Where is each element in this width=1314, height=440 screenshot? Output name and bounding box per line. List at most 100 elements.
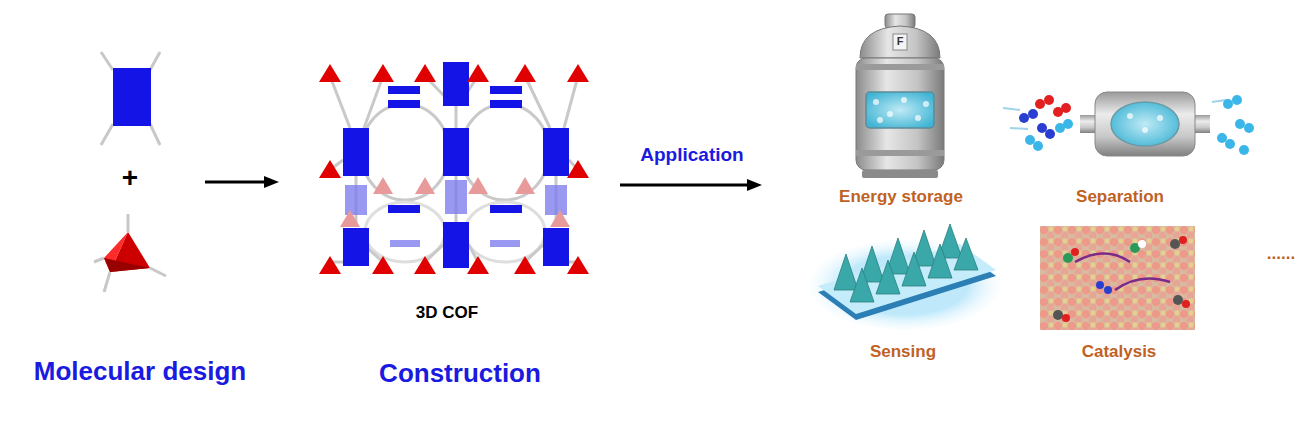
cof-lattice-part-part <box>445 180 467 214</box>
arrow-label: Application <box>640 144 743 166</box>
stage-label: Molecular design <box>34 357 246 387</box>
separation-column-part-part <box>1239 145 1249 155</box>
cof-lattice-part-part <box>443 222 469 268</box>
separation-column <box>1003 92 1254 156</box>
emblem-letter: F <box>897 35 904 48</box>
separation-column-part-part <box>1225 139 1235 149</box>
separation-column-part-part <box>1157 115 1163 121</box>
sensor-array-part <box>834 224 978 302</box>
cof-lattice-part-part <box>564 76 578 128</box>
separation-column-part-part <box>1037 123 1047 133</box>
sensor-array-part-part <box>928 244 952 278</box>
separation-column-part-part <box>1010 128 1028 129</box>
cof-lattice-part <box>340 177 570 227</box>
catalyst-surface-part <box>1179 236 1187 244</box>
ellipsis: ...... <box>1267 244 1295 264</box>
separation-column-part <box>1019 95 1254 155</box>
cof-lattice-part-part <box>567 160 589 178</box>
cof-lattice-part-part <box>545 185 567 215</box>
cof-lattice-part-part <box>415 177 435 194</box>
cof-lattice-part-part <box>490 86 522 94</box>
cof-lattice-part-part <box>525 76 550 128</box>
separation-column-part-part <box>1003 108 1020 110</box>
cof-lattice-part-part <box>525 245 543 262</box>
gas-cylinder-part-part <box>915 115 921 121</box>
cof-lattice-part <box>343 62 569 268</box>
separation-column-part-part <box>1217 133 1227 143</box>
separation-column-part-part <box>1244 123 1254 133</box>
figure-label: 3D COF <box>416 303 478 323</box>
separation-column-part <box>1111 102 1179 146</box>
cof-lattice-part-part <box>388 86 420 94</box>
sensor-array-part-part <box>850 268 874 302</box>
catalyst-surface-part <box>1062 314 1070 322</box>
cof-lattice-part-part <box>372 64 394 82</box>
cof-lattice-part-part <box>319 256 341 274</box>
separation-column-part-part <box>1232 95 1242 105</box>
cof-lattice-part-part <box>372 256 394 274</box>
cof-lattice-part-part <box>425 245 443 262</box>
separation-column-part-part <box>1035 99 1045 109</box>
gas-cylinder-part <box>893 34 907 50</box>
separation-column-part-part <box>1063 119 1073 129</box>
cof-lattice-part-part <box>361 104 449 200</box>
catalyst-surface-part <box>1115 278 1170 290</box>
separation-column-part-part <box>1019 113 1029 123</box>
tetrahedral-node-part <box>127 214 130 232</box>
sensor-array <box>810 224 1000 330</box>
cof-lattice-part-part <box>543 228 569 266</box>
cof-lattice-part-part <box>365 202 445 262</box>
gas-cylinder <box>856 14 944 178</box>
gas-cylinder-part <box>856 64 944 70</box>
catalyst-surface-part <box>1182 300 1190 308</box>
separation-column-part-part <box>1044 95 1054 105</box>
sensor-array-part-part <box>876 260 900 294</box>
cof-lattice-part-part <box>490 205 522 213</box>
cof-lattice-part-part <box>467 256 489 274</box>
arrow-part <box>620 184 748 187</box>
stage-label: Construction <box>379 359 541 389</box>
separation-column-part-part <box>1025 135 1035 145</box>
tetrahedral-node-part <box>104 272 110 292</box>
gas-cylinder-part <box>873 97 929 123</box>
separation-column-part-part <box>1127 113 1133 119</box>
cof-lattice-part-part <box>319 160 341 178</box>
tetrahedral-node-part <box>104 258 150 272</box>
cof-lattice-part-part <box>461 104 549 200</box>
cof-lattice-part-part <box>388 205 420 213</box>
separation-column-part-part <box>1142 127 1148 133</box>
cof-lattice-part-part <box>514 64 536 82</box>
arrow-part <box>264 176 279 188</box>
separation-column-part-part <box>1028 109 1038 119</box>
catalyst-surface-part <box>1040 226 1195 330</box>
application-label: Energy storage <box>839 187 963 207</box>
gas-cylinder-part-part <box>887 111 893 117</box>
cof-lattice-part-part <box>390 240 420 247</box>
cof-lattice <box>319 62 589 274</box>
cof-lattice-part-part <box>414 256 436 274</box>
catalyst-surface-part <box>1138 240 1146 248</box>
separation-column-part-part <box>1223 99 1233 109</box>
separation-column-part-part <box>1033 141 1043 151</box>
gas-cylinder-part-part <box>901 97 907 103</box>
rect-linker-part <box>113 68 151 126</box>
catalyst-surface-part <box>1096 281 1104 289</box>
cof-lattice-part-part <box>414 64 436 82</box>
rect-linker-part <box>101 124 113 145</box>
catalyst-surface-part <box>1071 248 1079 256</box>
rect-linker-part <box>101 52 113 70</box>
separation-column-part <box>1127 113 1163 133</box>
cof-lattice-part-part <box>443 128 469 176</box>
gas-cylinder-part-part <box>923 101 929 107</box>
catalyst-surface-part <box>1053 310 1063 320</box>
cof-lattice-part-part <box>567 256 589 274</box>
cof-lattice-part-part <box>364 76 383 128</box>
application-label: Separation <box>1076 187 1164 207</box>
cof-lattice-part-part <box>550 210 570 227</box>
catalyst-surface-part <box>1173 295 1183 305</box>
cof-lattice-part <box>319 64 589 274</box>
cof-lattice-part-part <box>343 128 369 176</box>
catalyst-surface-part <box>1170 239 1180 249</box>
gas-cylinder-part-part <box>877 117 883 123</box>
application-label: Catalysis <box>1082 342 1157 362</box>
